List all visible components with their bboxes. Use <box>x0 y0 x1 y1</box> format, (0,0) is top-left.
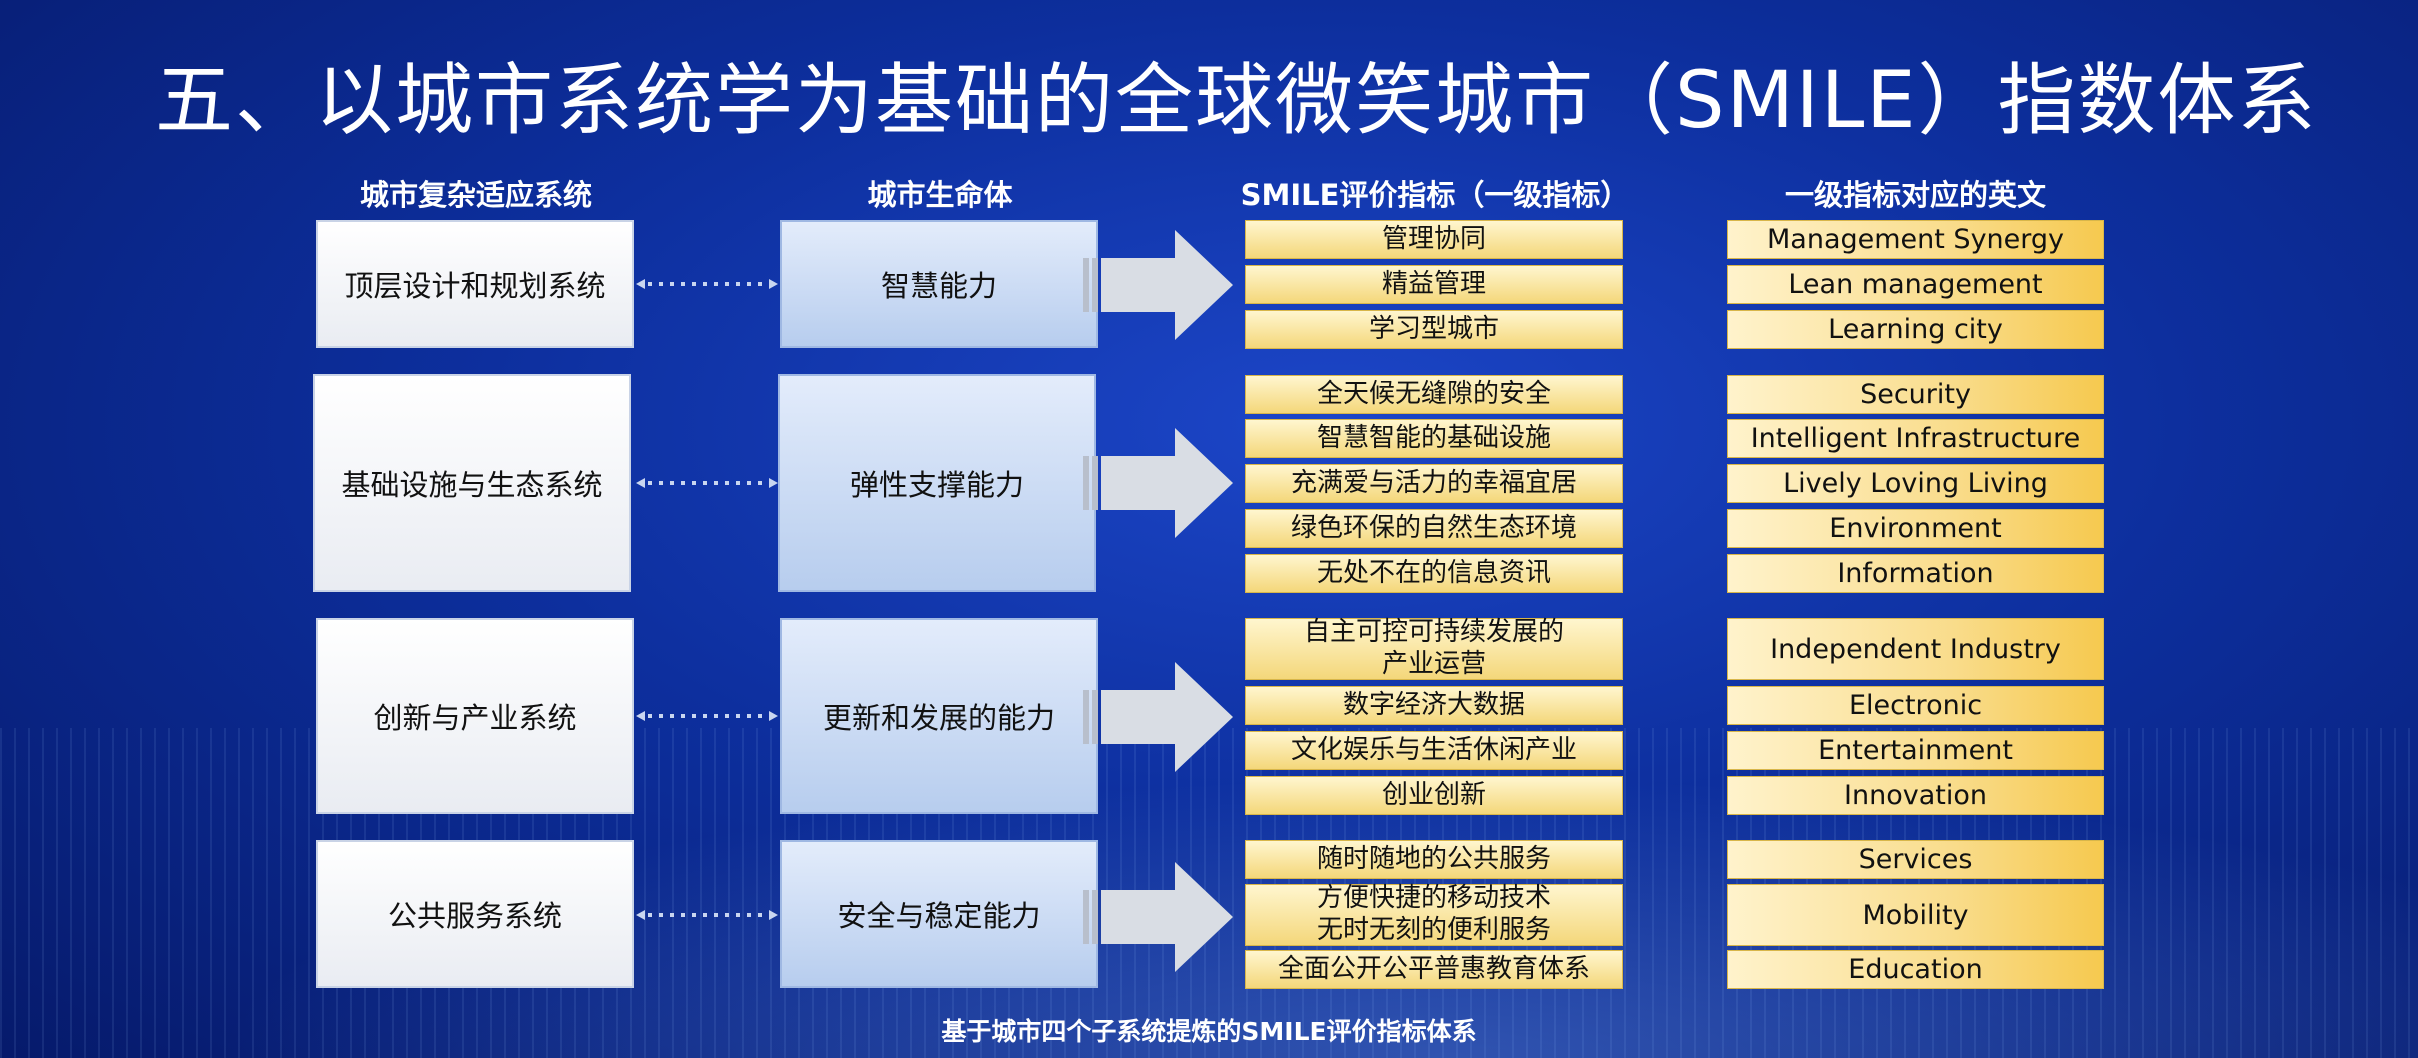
header-col3: SMILE评价指标（一级指标） <box>1240 178 1630 212</box>
indicator-item: 文化娱乐与生活休闲产业 <box>1245 731 1623 770</box>
english-item: Management Synergy <box>1727 220 2104 259</box>
indicator-item: 全面公开公平普惠教育体系 <box>1245 950 1623 989</box>
english-item: Mobility <box>1727 884 2104 946</box>
dotted-connector <box>636 910 778 920</box>
right-arrow <box>1083 230 1233 340</box>
english-item: Learning city <box>1727 310 2104 349</box>
system-box-planning: 顶层设计和规划系统 <box>316 220 634 348</box>
indicator-item: 绿色环保的自然生态环境 <box>1245 509 1623 548</box>
indicator-item: 管理协同 <box>1245 220 1623 259</box>
english-item: Lively Loving Living <box>1727 464 2104 503</box>
footer-caption: 基于城市四个子系统提炼的SMILE评价指标体系 <box>941 1017 1477 1046</box>
header-col2: 城市生命体 <box>867 178 1013 212</box>
indicator-item-two-line: 自主可控可持续发展的 产业运营 <box>1245 617 1623 680</box>
english-item: Independent Industry <box>1727 618 2104 680</box>
english-item: Services <box>1727 840 2104 879</box>
indicator-item: 智慧智能的基础设施 <box>1245 419 1623 458</box>
indicator-item: 充满爱与活力的幸福宜居 <box>1245 464 1623 503</box>
english-item: Entertainment <box>1727 731 2104 770</box>
english-item: Electronic <box>1727 686 2104 725</box>
indicator-item: 创业创新 <box>1245 776 1623 815</box>
header-col1: 城市复杂适应系统 <box>359 178 592 212</box>
dotted-connector <box>636 711 778 721</box>
english-item: Environment <box>1727 509 2104 548</box>
english-item: Education <box>1727 950 2104 989</box>
right-arrow <box>1083 662 1233 772</box>
indicator-item: 数字经济大数据 <box>1245 686 1623 725</box>
page-title: 五、以城市系统学为基础的全球微笑城市（SMILE）指数体系 <box>155 56 2318 146</box>
indicator-item: 无处不在的信息资讯 <box>1245 554 1623 593</box>
indicator-item: 随时随地的公共服务 <box>1245 840 1623 879</box>
english-item: Security <box>1727 375 2104 414</box>
life-box-wisdom: 智慧能力 <box>780 220 1098 348</box>
life-box-renewal: 更新和发展的能力 <box>780 618 1098 814</box>
life-box-resilience: 弹性支撑能力 <box>778 374 1096 592</box>
right-arrow <box>1083 862 1233 972</box>
english-item: Innovation <box>1727 776 2104 815</box>
right-arrow <box>1083 428 1233 538</box>
system-box-innovation: 创新与产业系统 <box>316 618 634 814</box>
system-box-public-service: 公共服务系统 <box>316 840 634 988</box>
life-box-safety: 安全与稳定能力 <box>780 840 1098 988</box>
english-item: Lean management <box>1727 265 2104 304</box>
indicator-item: 全天候无缝隙的安全 <box>1245 375 1623 414</box>
indicator-line: 方便快捷的移动技术 <box>1316 883 1551 914</box>
indicator-item: 学习型城市 <box>1245 310 1623 349</box>
indicator-line: 产业运营 <box>1381 649 1486 679</box>
english-item: Information <box>1727 554 2104 593</box>
indicator-item: 精益管理 <box>1245 265 1623 304</box>
indicator-line: 自主可控可持续发展的 <box>1303 617 1564 648</box>
indicator-item-two-line: 方便快捷的移动技术 无时无刻的便利服务 <box>1245 883 1623 946</box>
dotted-connector <box>636 279 778 289</box>
dotted-connector <box>636 478 778 488</box>
english-item: Intelligent Infrastructure <box>1727 419 2104 458</box>
indicator-line: 无时无刻的便利服务 <box>1316 915 1551 945</box>
header-col4: 一级指标对应的英文 <box>1784 178 2046 212</box>
system-box-infrastructure: 基础设施与生态系统 <box>313 374 631 592</box>
